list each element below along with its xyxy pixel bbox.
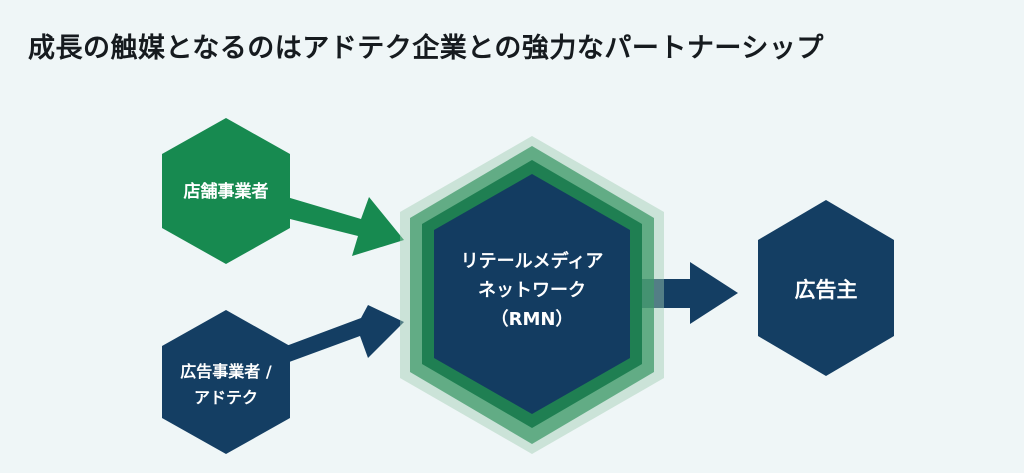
arrow-adtech-to-rmn (262, 305, 404, 372)
rmn-label-line1: リテールメディア (461, 250, 604, 272)
adtech-label-line2: アドテク (194, 388, 258, 407)
arrow-store-to-rmn (262, 192, 404, 256)
adtech-hexagon (162, 310, 290, 454)
store-operator-hexagon (162, 118, 290, 264)
rmn-hexagon (434, 174, 630, 414)
store-operator-label: 店舗事業者 (184, 181, 269, 202)
advertiser-hexagon (758, 200, 894, 376)
advertiser-label: 広告主 (795, 278, 858, 302)
page-title: 成長の触媒となるのはアドテク企業との強力なパートナーシップ (28, 33, 824, 64)
rmn-label-line2: ネットワーク (478, 280, 586, 301)
rmn-label-line3: （RMN） (491, 309, 574, 330)
adtech-label-line1: 広告事業者 / (180, 362, 272, 381)
arrow-rmn-to-advertiser (612, 262, 738, 324)
